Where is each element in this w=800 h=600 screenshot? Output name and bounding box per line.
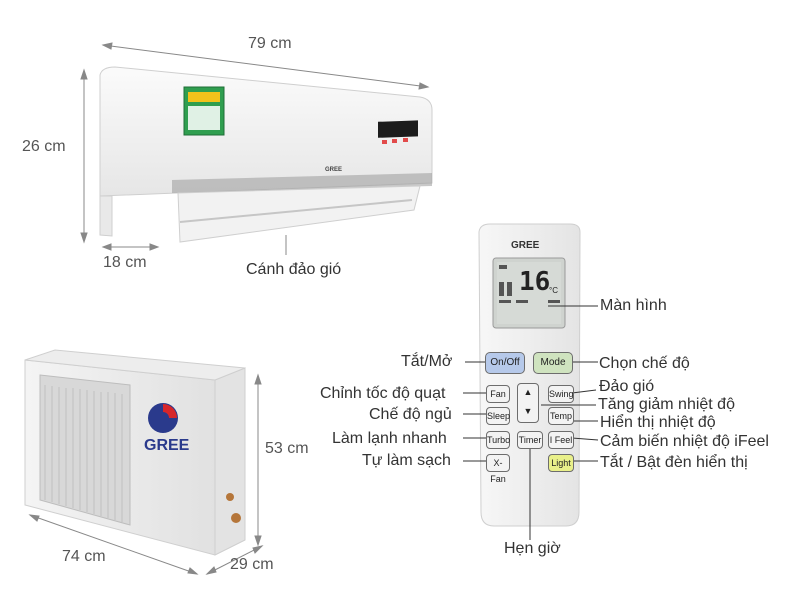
indoor-unit: GREE — [99, 66, 433, 255]
timer-button[interactable]: Timer — [517, 431, 543, 449]
remote-screen-temp: 16 — [519, 267, 551, 297]
remote-screen-unit: °C — [549, 286, 558, 295]
mode-callout: Chọn chế độ — [599, 355, 690, 372]
indoor-height-label: 26 cm — [22, 138, 66, 155]
sleep-callout: Chế độ ngủ — [369, 406, 452, 423]
swing-callout: Đảo gió — [599, 378, 655, 395]
outdoor-width-label: 74 cm — [62, 548, 106, 565]
outdoor-depth-label: 29 cm — [230, 556, 274, 573]
outdoor-unit: GREE — [24, 349, 264, 575]
outdoor-logo-text: GREE — [144, 437, 190, 454]
temp-display-callout: Hiển thị nhiệt độ — [600, 414, 716, 431]
swing-button[interactable]: Swing — [548, 385, 574, 403]
remote-logo: GREE — [511, 240, 540, 251]
indoor-dimension-lines — [80, 42, 430, 251]
remote-control-body — [463, 223, 599, 540]
outdoor-height-label: 53 cm — [265, 440, 309, 457]
ifeel-button[interactable]: I Feel — [548, 431, 574, 449]
on-off-callout: Tắt/Mở — [401, 353, 453, 370]
indoor-depth-label: 18 cm — [103, 254, 147, 271]
temp-down-icon[interactable]: ▼ — [523, 406, 533, 416]
turbo-button[interactable]: Turbo — [486, 431, 510, 449]
ifeel-callout: Cảm biến nhiệt độ iFeel — [600, 433, 769, 450]
temp-adjust-callout: Tăng giảm nhiệt độ — [598, 396, 735, 413]
light-button[interactable]: Light — [548, 454, 574, 472]
louver-callout: Cánh đảo gió — [246, 261, 342, 278]
xfan-button[interactable]: X-Fan — [486, 454, 510, 484]
sleep-button[interactable]: Sleep — [486, 407, 510, 425]
screen-callout: Màn hình — [600, 297, 667, 314]
indoor-width-label: 79 cm — [248, 35, 292, 52]
temp-up-down-button[interactable]: ▲ ▼ — [517, 383, 539, 423]
temp-button[interactable]: Temp — [548, 407, 574, 425]
timer-callout: Hẹn giờ — [504, 540, 561, 557]
turbo-callout: Làm lạnh nhanh — [332, 430, 447, 447]
xfan-callout: Tự làm sạch — [362, 452, 451, 469]
indoor-logo-text: GREE — [325, 167, 342, 173]
temp-up-icon[interactable]: ▲ — [523, 387, 533, 397]
mode-button[interactable]: Mode — [533, 352, 573, 374]
on-off-button[interactable]: On/Off — [485, 352, 525, 374]
fan-button[interactable]: Fan — [486, 385, 510, 403]
fan-callout: Chỉnh tốc độ quạt — [320, 385, 446, 402]
light-callout: Tắt / Bật đèn hiển thị — [600, 454, 748, 471]
